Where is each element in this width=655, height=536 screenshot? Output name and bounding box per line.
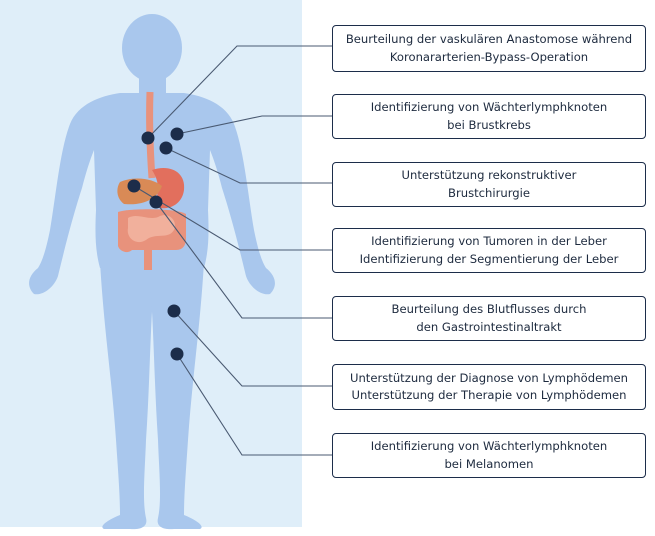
- callout-line: Unterstützung der Therapie von Lymphödem…: [351, 388, 627, 402]
- body-silhouette: [29, 14, 275, 530]
- marker-dot-6: [167, 304, 181, 318]
- marker-dot-5: [149, 195, 163, 209]
- connector-line-7: [176, 353, 332, 456]
- callout-line: bei Brustkrebs: [447, 117, 531, 132]
- marker-dots: [127, 127, 184, 361]
- connector-lines: [133, 45, 332, 456]
- marker-dot-7: [170, 347, 184, 361]
- callout-bypass-anastomosis: Beurteilung der vaskulären Anastomose wä…: [332, 25, 646, 72]
- callout-line: Unterstützung rekonstruktiver: [401, 168, 577, 182]
- callout-line: Unterstützung der Diagnose von Lymphödem…: [349, 370, 629, 385]
- callout-line: Beurteilung der vaskulären Anastomose wä…: [345, 32, 633, 46]
- callout-line: bei Melanomen: [444, 456, 534, 471]
- callout-line: Koronararterien-Bypass-Operation: [389, 49, 589, 64]
- marker-dot-1: [141, 131, 155, 145]
- callout-line: Brustchirurgie: [448, 185, 530, 200]
- marker-dot-3: [159, 141, 173, 155]
- marker-dot-2: [170, 127, 184, 141]
- callout-gi-blood-flow: Beurteilung des Blutflusses durch den Ga…: [332, 296, 646, 341]
- callout-lymphedema: Unterstützung der Diagnose von Lymphödem…: [332, 364, 646, 410]
- rectum: [144, 250, 152, 270]
- callout-reconstructive-breast-surgery: Unterstützung rekonstruktiver Brustchiru…: [332, 162, 646, 207]
- neck: [139, 70, 166, 96]
- head: [122, 14, 182, 82]
- callout-sentinel-melanoma: Identifizierung von Wächterlymphknoten b…: [332, 433, 646, 478]
- callout-line: Beurteilung des Blutflusses durch: [391, 302, 587, 316]
- callout-line: den Gastrointestinaltrakt: [416, 319, 562, 334]
- connector-line-5: [155, 201, 332, 319]
- connector-line-3: [165, 147, 332, 184]
- left-leg: [100, 262, 154, 530]
- callout-line: Identifizierung von Wächterlymphknoten: [370, 439, 608, 453]
- connector-line-1: [147, 45, 332, 139]
- callout-liver-tumors: Identifizierung von Tumoren in der Leber…: [332, 228, 646, 273]
- callout-line: Identifizierung von Tumoren in der Leber: [371, 234, 607, 248]
- connector-line-4: [133, 185, 332, 251]
- callout-line: Identifizierung der Segmentierung der Le…: [359, 251, 619, 266]
- small-intestine: [127, 215, 176, 243]
- connector-line-2: [176, 115, 332, 135]
- callout-line: Identifizierung von Wächterlymphknoten: [370, 100, 608, 114]
- marker-dot-4: [127, 179, 141, 193]
- right-leg: [150, 262, 204, 530]
- connector-line-6: [173, 310, 332, 387]
- callout-sentinel-breast-cancer: Identifizierung von Wächterlymphknoten b…: [332, 94, 646, 139]
